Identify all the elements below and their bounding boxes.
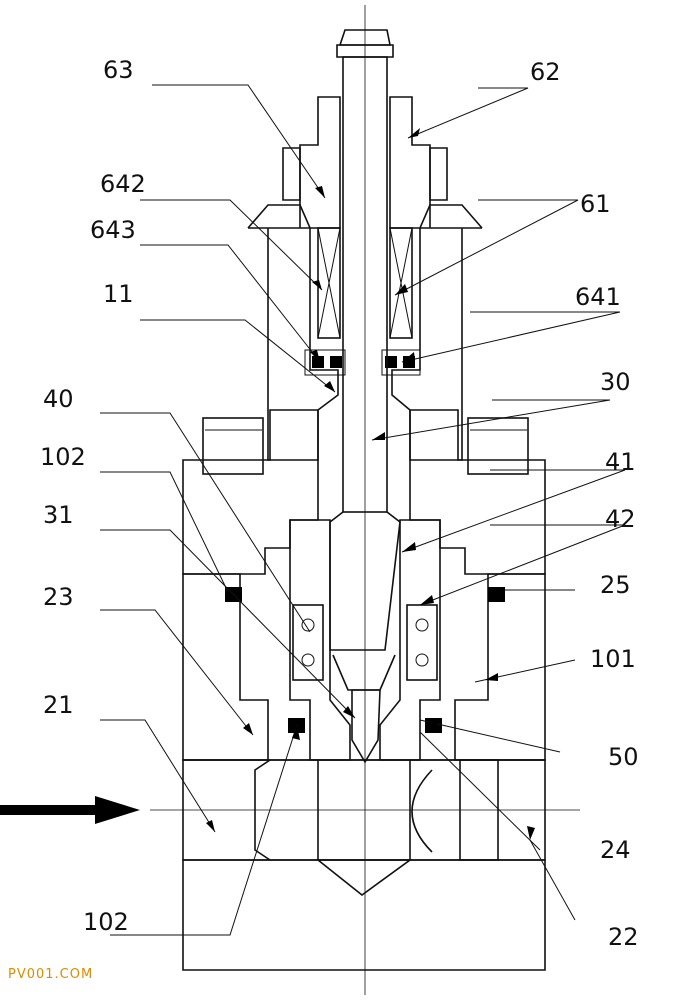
label-41: 41 xyxy=(605,448,636,476)
valve-plug xyxy=(289,519,441,764)
center-lines xyxy=(150,5,580,995)
label-23: 23 xyxy=(43,583,74,611)
label-102-top: 102 xyxy=(40,443,86,471)
label-24: 24 xyxy=(600,836,631,864)
label-21: 21 xyxy=(43,691,74,719)
label-101: 101 xyxy=(590,645,636,673)
label-22: 22 xyxy=(608,923,639,951)
label-25: 25 xyxy=(600,571,631,599)
label-102-bottom: 102 xyxy=(83,908,129,936)
label-42: 42 xyxy=(605,505,636,533)
watermark: PV001.COM xyxy=(8,967,93,982)
label-50: 50 xyxy=(608,743,639,771)
label-62: 62 xyxy=(530,58,561,86)
label-63: 63 xyxy=(103,56,134,84)
label-61: 61 xyxy=(580,190,611,218)
leader-lines xyxy=(100,84,626,936)
label-40: 40 xyxy=(43,385,74,413)
label-31: 31 xyxy=(43,501,74,529)
flow-direction-arrow xyxy=(0,796,140,824)
leader-arrowheads xyxy=(206,128,535,840)
label-642: 642 xyxy=(100,170,146,198)
label-641: 641 xyxy=(575,283,621,311)
label-643: 643 xyxy=(90,216,136,244)
part-labels: 63 62 642 61 643 11 641 40 30 102 41 31 … xyxy=(40,56,639,951)
packing-seals xyxy=(304,349,421,376)
label-30: 30 xyxy=(600,368,631,396)
label-11: 11 xyxy=(103,280,134,308)
